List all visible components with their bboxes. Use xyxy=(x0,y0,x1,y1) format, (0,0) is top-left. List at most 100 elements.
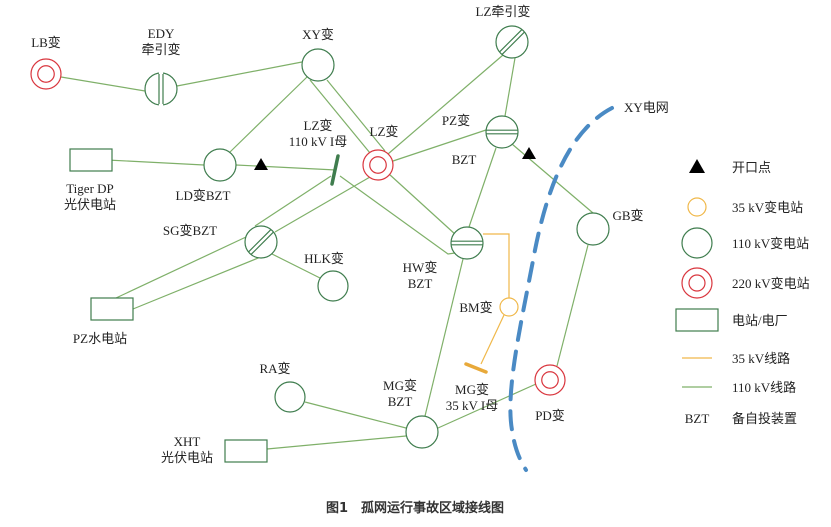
divider-bar xyxy=(501,31,525,55)
divider-bar xyxy=(250,231,274,255)
legend-label: 备自投装置 xyxy=(732,411,797,426)
station-label: Tiger DP xyxy=(66,181,114,196)
legend-item: 开口点 xyxy=(689,159,771,175)
station-bm: BM变 xyxy=(459,297,519,317)
line-35kv xyxy=(480,314,505,365)
line-110kv xyxy=(254,175,332,227)
legend-item: BZT 备自投装置 xyxy=(685,411,797,426)
station-label: MG变 xyxy=(383,378,417,393)
substation-110kv-icon xyxy=(681,227,713,259)
station-pz-hydro: PZ水电站 xyxy=(73,297,134,346)
line-110kv xyxy=(176,61,303,87)
line-110kv xyxy=(339,175,456,255)
legend-label: 35 kV线路 xyxy=(732,351,790,366)
station-label: BZT xyxy=(452,152,477,167)
divider-bar xyxy=(499,29,523,53)
line-110kv xyxy=(235,164,337,171)
station-label: XY变 xyxy=(302,27,334,42)
substation-220kv-inner xyxy=(37,65,55,83)
figure-caption: 图1 孤网运行事故区域接线图 xyxy=(326,500,504,516)
station-label: BM变 xyxy=(459,300,492,315)
station-label: LZ变 xyxy=(370,124,399,139)
station-label: 110 kV I母 xyxy=(289,134,348,149)
station-label: RA变 xyxy=(259,361,290,376)
legend-item: 35 kV线路 xyxy=(682,351,790,366)
line-110kv xyxy=(424,258,464,417)
station-lz-tr: LZ牵引变 xyxy=(476,4,531,59)
substation-35kv-icon xyxy=(687,197,707,217)
station-label: LD变BZT xyxy=(176,188,231,203)
station-label: SG变BZT xyxy=(163,223,217,238)
substation-220kv-icon xyxy=(362,149,394,181)
station-label: LZ牵引变 xyxy=(476,4,531,19)
legend-item: 电站/电厂 xyxy=(675,308,788,332)
open-point-icon xyxy=(689,159,705,173)
station-label: 光伏电站 xyxy=(161,450,213,465)
legend-item: 110 kV线路 xyxy=(682,380,796,395)
substation-110kv-icon xyxy=(301,48,335,82)
legend-label: 110 kV线路 xyxy=(732,380,796,395)
legend-key: BZT xyxy=(685,411,710,426)
line-110kv xyxy=(392,129,487,162)
line-110kv xyxy=(271,253,323,280)
station-label: PZ水电站 xyxy=(73,331,127,346)
lines-35kv xyxy=(480,233,510,365)
station-sg: SG变BZT xyxy=(163,223,278,259)
station-label: PD变 xyxy=(535,408,565,423)
line-110kv xyxy=(132,253,269,310)
line-110kv xyxy=(304,401,407,429)
substation-220kv-inner xyxy=(541,371,559,389)
station-label: EDY xyxy=(148,26,175,41)
station-xy: XY变 xyxy=(301,27,335,82)
legend-label: 35 kV变电站 xyxy=(732,200,803,215)
substation-110kv-icon xyxy=(576,212,610,246)
legend-item: 110 kV变电站 xyxy=(681,227,809,259)
bzt-substation-icon xyxy=(450,226,484,260)
station-lz: LZ变 xyxy=(362,124,399,181)
substation-220kv-icon xyxy=(681,267,713,299)
line-110kv xyxy=(60,76,146,92)
substation-110kv-icon xyxy=(405,415,439,449)
station-ra: RA变 xyxy=(259,361,306,413)
station-pd: PD变 xyxy=(534,364,566,423)
station-label: GB变 xyxy=(612,208,643,223)
line-110kv xyxy=(115,236,247,299)
station-label: MG变 xyxy=(455,382,489,397)
line-110kv xyxy=(437,383,537,429)
open-point-icon xyxy=(254,158,268,170)
line-110kv xyxy=(229,76,308,153)
line-110kv xyxy=(106,159,205,166)
legend-label: 电站/电厂 xyxy=(732,313,788,328)
station-label: HLK变 xyxy=(304,251,344,266)
open-points xyxy=(254,147,536,170)
legend-label: 110 kV变电站 xyxy=(732,236,809,251)
bzt-substation-icon xyxy=(485,115,519,149)
station-label: XHT xyxy=(174,434,201,449)
line-35kv xyxy=(483,233,510,298)
station-label: 35 kV I母 xyxy=(446,398,498,413)
bzt-substation-icon xyxy=(244,225,278,259)
traction-gap xyxy=(159,72,163,106)
line-110kv xyxy=(274,176,371,233)
substation-220kv-inner xyxy=(369,156,387,174)
station-label: HW变 xyxy=(403,260,438,275)
station-label: LB变 xyxy=(31,35,61,50)
busbar-lz-110kv xyxy=(330,154,340,186)
legend-item: 35 kV变电站 xyxy=(687,197,803,217)
line-110kv xyxy=(388,173,457,236)
substation-110kv-icon xyxy=(317,270,349,302)
station-label: 光伏电站 xyxy=(64,197,116,212)
line-110kv xyxy=(468,147,497,228)
line-110kv xyxy=(387,54,504,155)
line-110kv xyxy=(511,143,594,214)
busbar-mg-35kv xyxy=(464,362,488,374)
legend-item: 220 kV变电站 xyxy=(681,267,810,299)
substation-35kv-icon xyxy=(499,297,519,317)
